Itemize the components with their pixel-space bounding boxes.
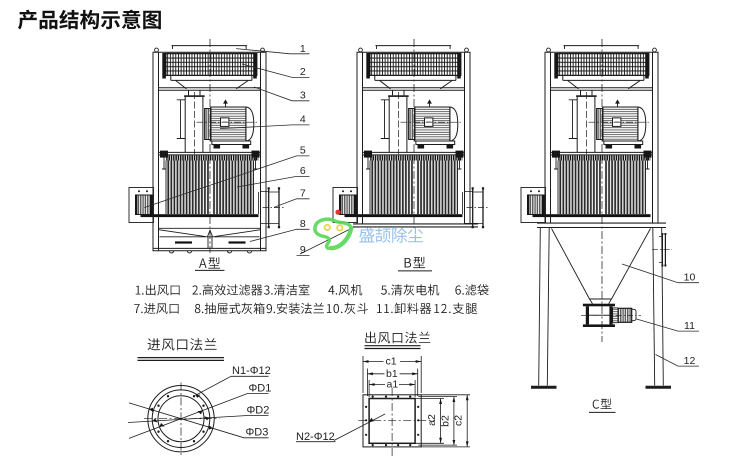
svg-text:ΦD1: ΦD1 bbox=[249, 383, 272, 395]
svg-text:b1: b1 bbox=[386, 368, 398, 380]
svg-text:ΦD3: ΦD3 bbox=[246, 427, 269, 439]
svg-text:b2: b2 bbox=[439, 415, 451, 427]
svg-text:4: 4 bbox=[300, 114, 306, 126]
svg-text:N1-Φ12: N1-Φ12 bbox=[232, 365, 271, 377]
svg-text:2: 2 bbox=[300, 66, 306, 78]
svg-text:7: 7 bbox=[300, 188, 306, 200]
svg-text:3: 3 bbox=[300, 90, 306, 102]
svg-text:c2: c2 bbox=[453, 415, 465, 426]
svg-text:a2: a2 bbox=[426, 414, 438, 426]
svg-text:a1: a1 bbox=[387, 379, 399, 391]
svg-text:12: 12 bbox=[684, 355, 696, 367]
svg-text:ΦD2: ΦD2 bbox=[247, 405, 270, 417]
svg-text:8: 8 bbox=[300, 218, 306, 230]
svg-text:10: 10 bbox=[684, 272, 696, 284]
svg-text:5: 5 bbox=[300, 145, 306, 157]
svg-text:6: 6 bbox=[300, 165, 306, 177]
svg-text:11: 11 bbox=[684, 320, 695, 332]
svg-text:9: 9 bbox=[300, 244, 306, 256]
svg-text:c1: c1 bbox=[386, 356, 397, 368]
svg-text:1: 1 bbox=[300, 43, 306, 55]
svg-text:N2-Φ12: N2-Φ12 bbox=[296, 431, 335, 443]
